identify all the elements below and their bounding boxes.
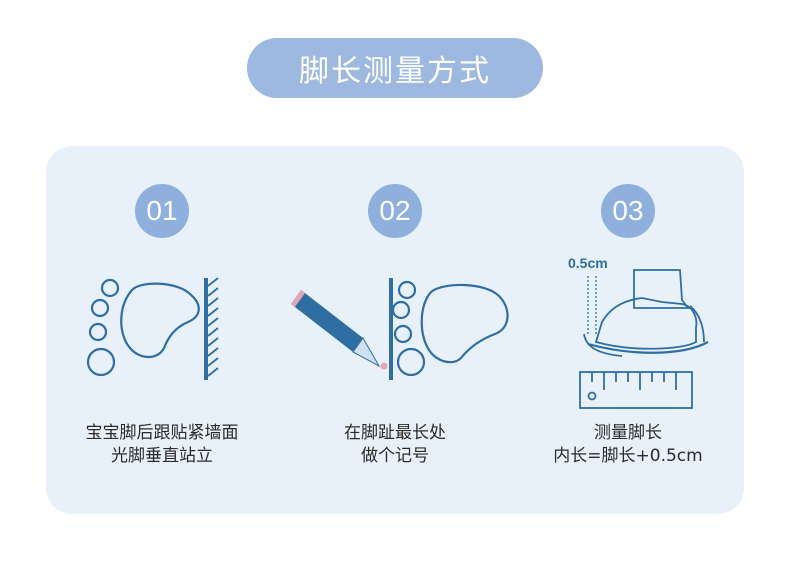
footprint-icon: [86, 278, 200, 377]
steps-panel: 01 宝宝脚后: [46, 146, 744, 514]
foot-against-wall-illustration: [86, 277, 219, 380]
footprint-icon: [391, 280, 509, 377]
measure-guide-lines: [587, 276, 597, 336]
step-1-line2: 光脚垂直站立: [111, 446, 213, 466]
step-3-caption: 测量脚长 内长=脚长+0.5cm: [512, 422, 744, 468]
step-3-line2: 内长=脚长+0.5cm: [553, 446, 703, 466]
step-2-caption: 在脚趾最长处 做个记号: [279, 422, 511, 468]
page-title-pill: 脚长测量方式: [247, 38, 543, 98]
page-title: 脚长测量方式: [299, 54, 491, 89]
pencil-icon: [291, 290, 388, 370]
wall-icon: [204, 277, 219, 380]
step-3-line1: 测量脚长: [594, 423, 662, 443]
step-3: 03 0.5cm: [512, 146, 744, 514]
ruler-icon: [579, 371, 693, 409]
step-1: 01 宝宝脚后: [46, 146, 278, 514]
step-1-badge: 01: [135, 184, 189, 238]
step-2-badge: 02: [368, 184, 422, 238]
step-2: 02 在脚趾最长处 做个记号: [279, 146, 511, 514]
measure-shoe-illustration: 0.5cm: [568, 255, 709, 409]
step-2-line2: 做个记号: [361, 446, 429, 466]
shoe-icon: [583, 269, 709, 357]
step-2-line1: 在脚趾最长处: [344, 423, 446, 443]
step-1-line1: 宝宝脚后跟贴紧墙面: [85, 423, 239, 443]
step-3-badge: 03: [601, 184, 655, 238]
step-1-caption: 宝宝脚后跟贴紧墙面 光脚垂直站立: [46, 422, 278, 468]
measure-label: 0.5cm: [568, 255, 608, 271]
mark-toe-illustration: [291, 278, 509, 380]
